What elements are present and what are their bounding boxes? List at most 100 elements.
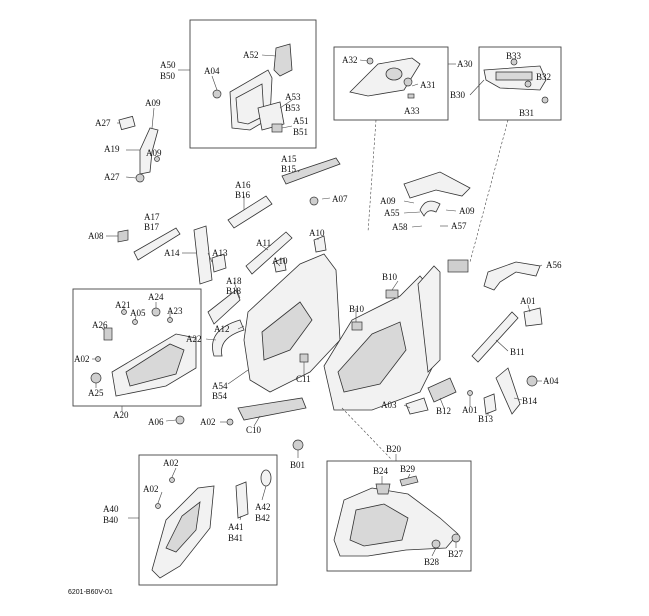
- label-a10-b: A10: [272, 256, 288, 266]
- bracket-a10-right: [313, 235, 327, 253]
- clip-b33: [510, 58, 518, 66]
- label-a15: A15: [281, 154, 297, 164]
- group-box-b20: [326, 460, 472, 572]
- label-b40: B40: [103, 515, 119, 525]
- label-a02-box: A02: [74, 354, 90, 364]
- label-b18: B18: [226, 286, 242, 296]
- label-b33: B33: [506, 51, 522, 61]
- label-b13: B13: [478, 414, 494, 424]
- label-a09-left: A09: [146, 148, 162, 158]
- label-b10-b: B10: [349, 304, 365, 314]
- pillar-cover-a30: [349, 57, 421, 97]
- bracket-a41: [235, 481, 249, 519]
- clip-a04-top: [212, 89, 222, 99]
- label-a03: A03: [381, 400, 397, 410]
- label-a19: A19: [104, 144, 120, 154]
- bracket-a56-left: [447, 259, 469, 273]
- label-a33: A33: [404, 106, 420, 116]
- pillar-trim-b10: [417, 265, 441, 373]
- cover-slot: [495, 71, 533, 81]
- label-a20: A20: [113, 410, 129, 420]
- label-a27-bot: A27: [104, 172, 120, 182]
- insulator-a18: [207, 289, 241, 325]
- clip-a01-mid: [467, 390, 473, 396]
- clip-c11: [299, 353, 309, 363]
- label-a09-mid: A09: [380, 196, 396, 206]
- diagram-code: 6201-B60V-01: [68, 589, 113, 596]
- label-a09-top: A09: [145, 98, 161, 108]
- group-box-b30: [478, 46, 562, 121]
- label-a17: A17: [144, 212, 160, 222]
- label-a42: A42: [255, 502, 271, 512]
- bracket-a13: [211, 253, 227, 273]
- clip-a02-bl-mid: [155, 503, 161, 509]
- label-a06: A06: [148, 417, 164, 427]
- label-b01: B01: [290, 460, 305, 470]
- label-a04-top: A04: [204, 66, 220, 76]
- label-b32: B32: [536, 72, 551, 82]
- cover-a42: [260, 469, 272, 487]
- label-a22: A22: [186, 334, 202, 344]
- label-b41: B41: [228, 533, 243, 543]
- label-a41: A41: [228, 522, 244, 532]
- label-b29: B29: [400, 464, 416, 474]
- group-box-a30: [333, 46, 449, 121]
- clip-a23: [167, 317, 173, 323]
- label-a25: A25: [88, 388, 104, 398]
- dash-b30-link: [469, 119, 509, 263]
- label-a50: A50: [160, 60, 176, 70]
- cover-recess: [385, 67, 403, 81]
- leader-lines: [92, 54, 543, 557]
- label-b14: B14: [522, 396, 538, 406]
- label-a01-right: A01: [520, 296, 536, 306]
- label-a23: A23: [167, 306, 183, 316]
- clip-a02-box: [95, 356, 101, 362]
- lower-trim-pocket-b20: [349, 503, 409, 547]
- label-b10-a: B10: [382, 272, 398, 282]
- label-a05: A05: [130, 308, 146, 318]
- label-a54: A54: [212, 381, 228, 391]
- label-b24: B24: [373, 466, 389, 476]
- label-a56: A56: [546, 260, 562, 270]
- cover-a03: [405, 397, 429, 415]
- quarter-trim-b-pocket: [337, 321, 407, 393]
- label-b54: B54: [212, 391, 228, 401]
- clip-a51: [271, 123, 283, 133]
- label-a57: A57: [451, 221, 467, 231]
- label-a10-a: A10: [309, 228, 325, 238]
- label-a32: A32: [342, 55, 358, 65]
- cap-a27-bottom: [135, 173, 145, 183]
- clip-a31: [403, 77, 413, 87]
- cap-b27: [451, 533, 461, 543]
- cap-b24: [375, 483, 391, 495]
- quarter-trim-pocket: [261, 301, 313, 361]
- clip-b10-a: [385, 289, 399, 299]
- label-a21: A21: [115, 300, 131, 310]
- label-c10: C10: [246, 425, 262, 435]
- label-a07: A07: [332, 194, 348, 204]
- label-a51: A51: [293, 116, 309, 126]
- label-b53: B53: [285, 103, 301, 113]
- seal-a12: [212, 319, 245, 357]
- clip-a05: [132, 319, 138, 325]
- sill-trim-b11: [471, 311, 519, 363]
- label-b28: B28: [424, 557, 440, 567]
- label-b11: B11: [510, 347, 525, 357]
- label-a11: A11: [256, 238, 271, 248]
- bracket-a01-right: [523, 307, 543, 327]
- pillar-trim-a11: [245, 231, 293, 275]
- clip-b29: [399, 475, 419, 487]
- label-b50: B50: [160, 71, 176, 81]
- label-a52: A52: [243, 50, 259, 60]
- label-b27: B27: [448, 549, 464, 559]
- dash-b20-link: [341, 407, 393, 461]
- label-a14: A14: [164, 248, 180, 258]
- hook-a55: [419, 200, 441, 217]
- label-a24: A24: [148, 292, 164, 302]
- label-a40: A40: [103, 504, 119, 514]
- clip-a08: [117, 229, 129, 243]
- side-trim-pocket-a20: [125, 343, 185, 387]
- pillar-trim-a55: [403, 171, 471, 199]
- cap-a04-right: [526, 375, 538, 387]
- label-b17: B17: [144, 222, 160, 232]
